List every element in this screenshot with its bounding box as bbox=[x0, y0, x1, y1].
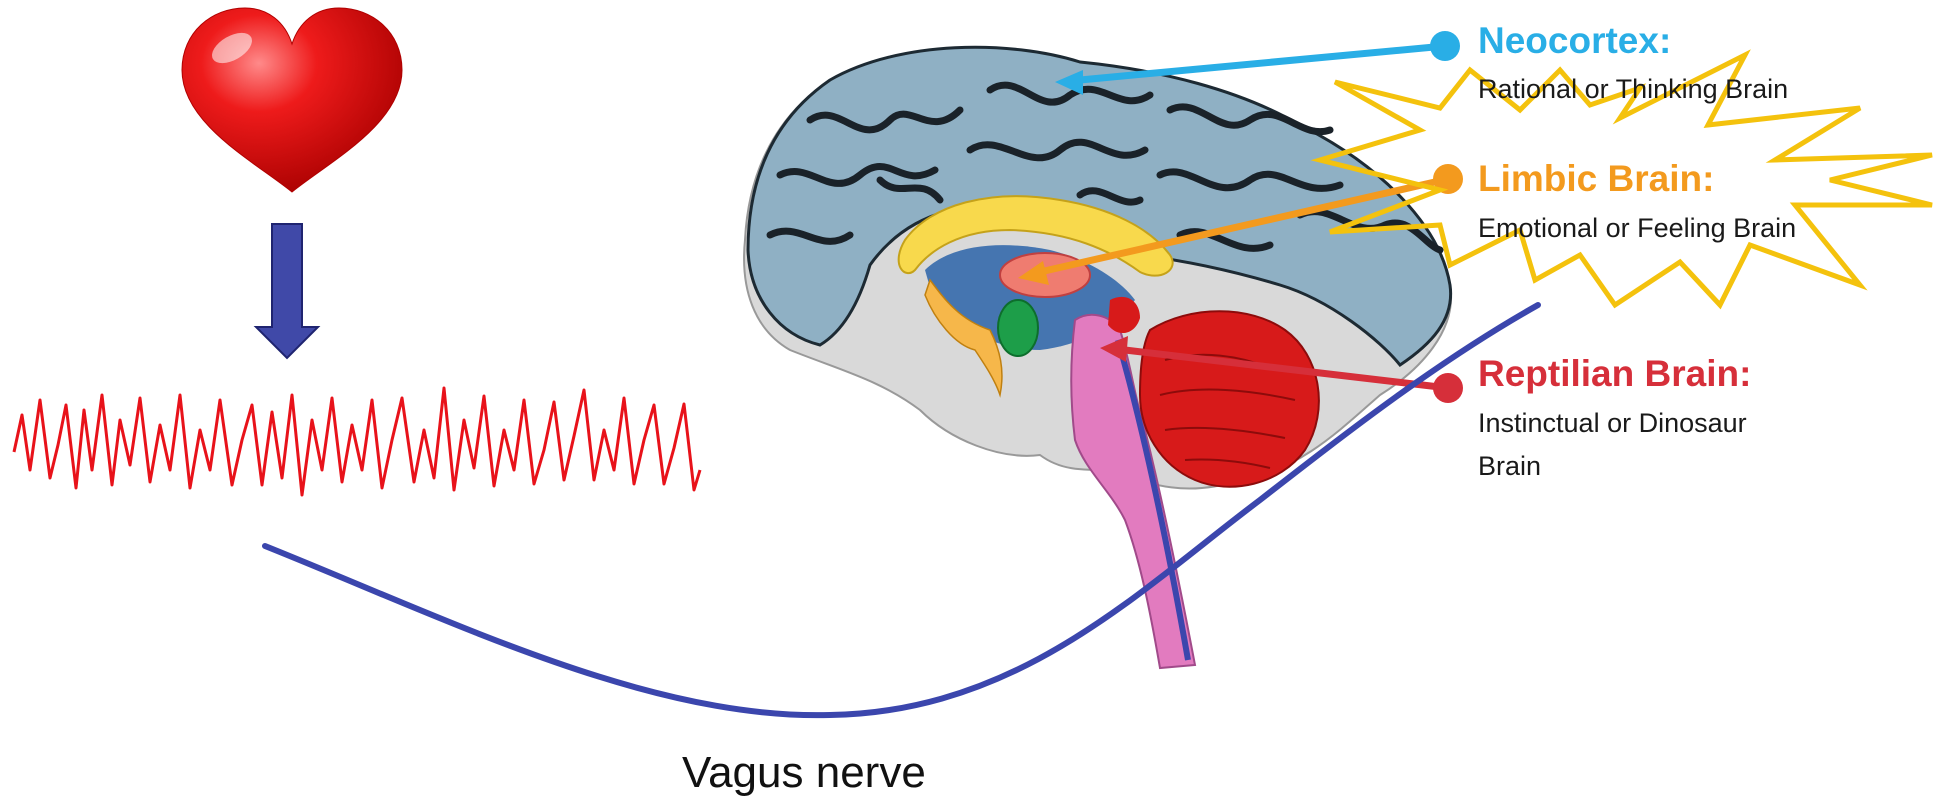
reptilian-title: Reptilian Brain: bbox=[1478, 353, 1751, 395]
limbic-subtitle: Emotional or Feeling Brain bbox=[1478, 207, 1796, 249]
heart-rhythm-wave bbox=[14, 388, 700, 495]
neocortex-title: Neocortex: bbox=[1478, 20, 1671, 62]
vagus-nerve-label: Vagus nerve bbox=[682, 748, 926, 798]
reptilian-subtitle-line2: Brain bbox=[1478, 445, 1541, 487]
down-arrow-icon bbox=[256, 224, 318, 358]
reptilian-subtitle-line1: Instinctual or Dinosaur bbox=[1478, 402, 1747, 444]
heart-icon bbox=[182, 8, 402, 192]
limbic-title: Limbic Brain: bbox=[1478, 158, 1714, 200]
neocortex-subtitle: Rational or Thinking Brain bbox=[1478, 68, 1788, 110]
brain-illustration bbox=[744, 47, 1451, 668]
